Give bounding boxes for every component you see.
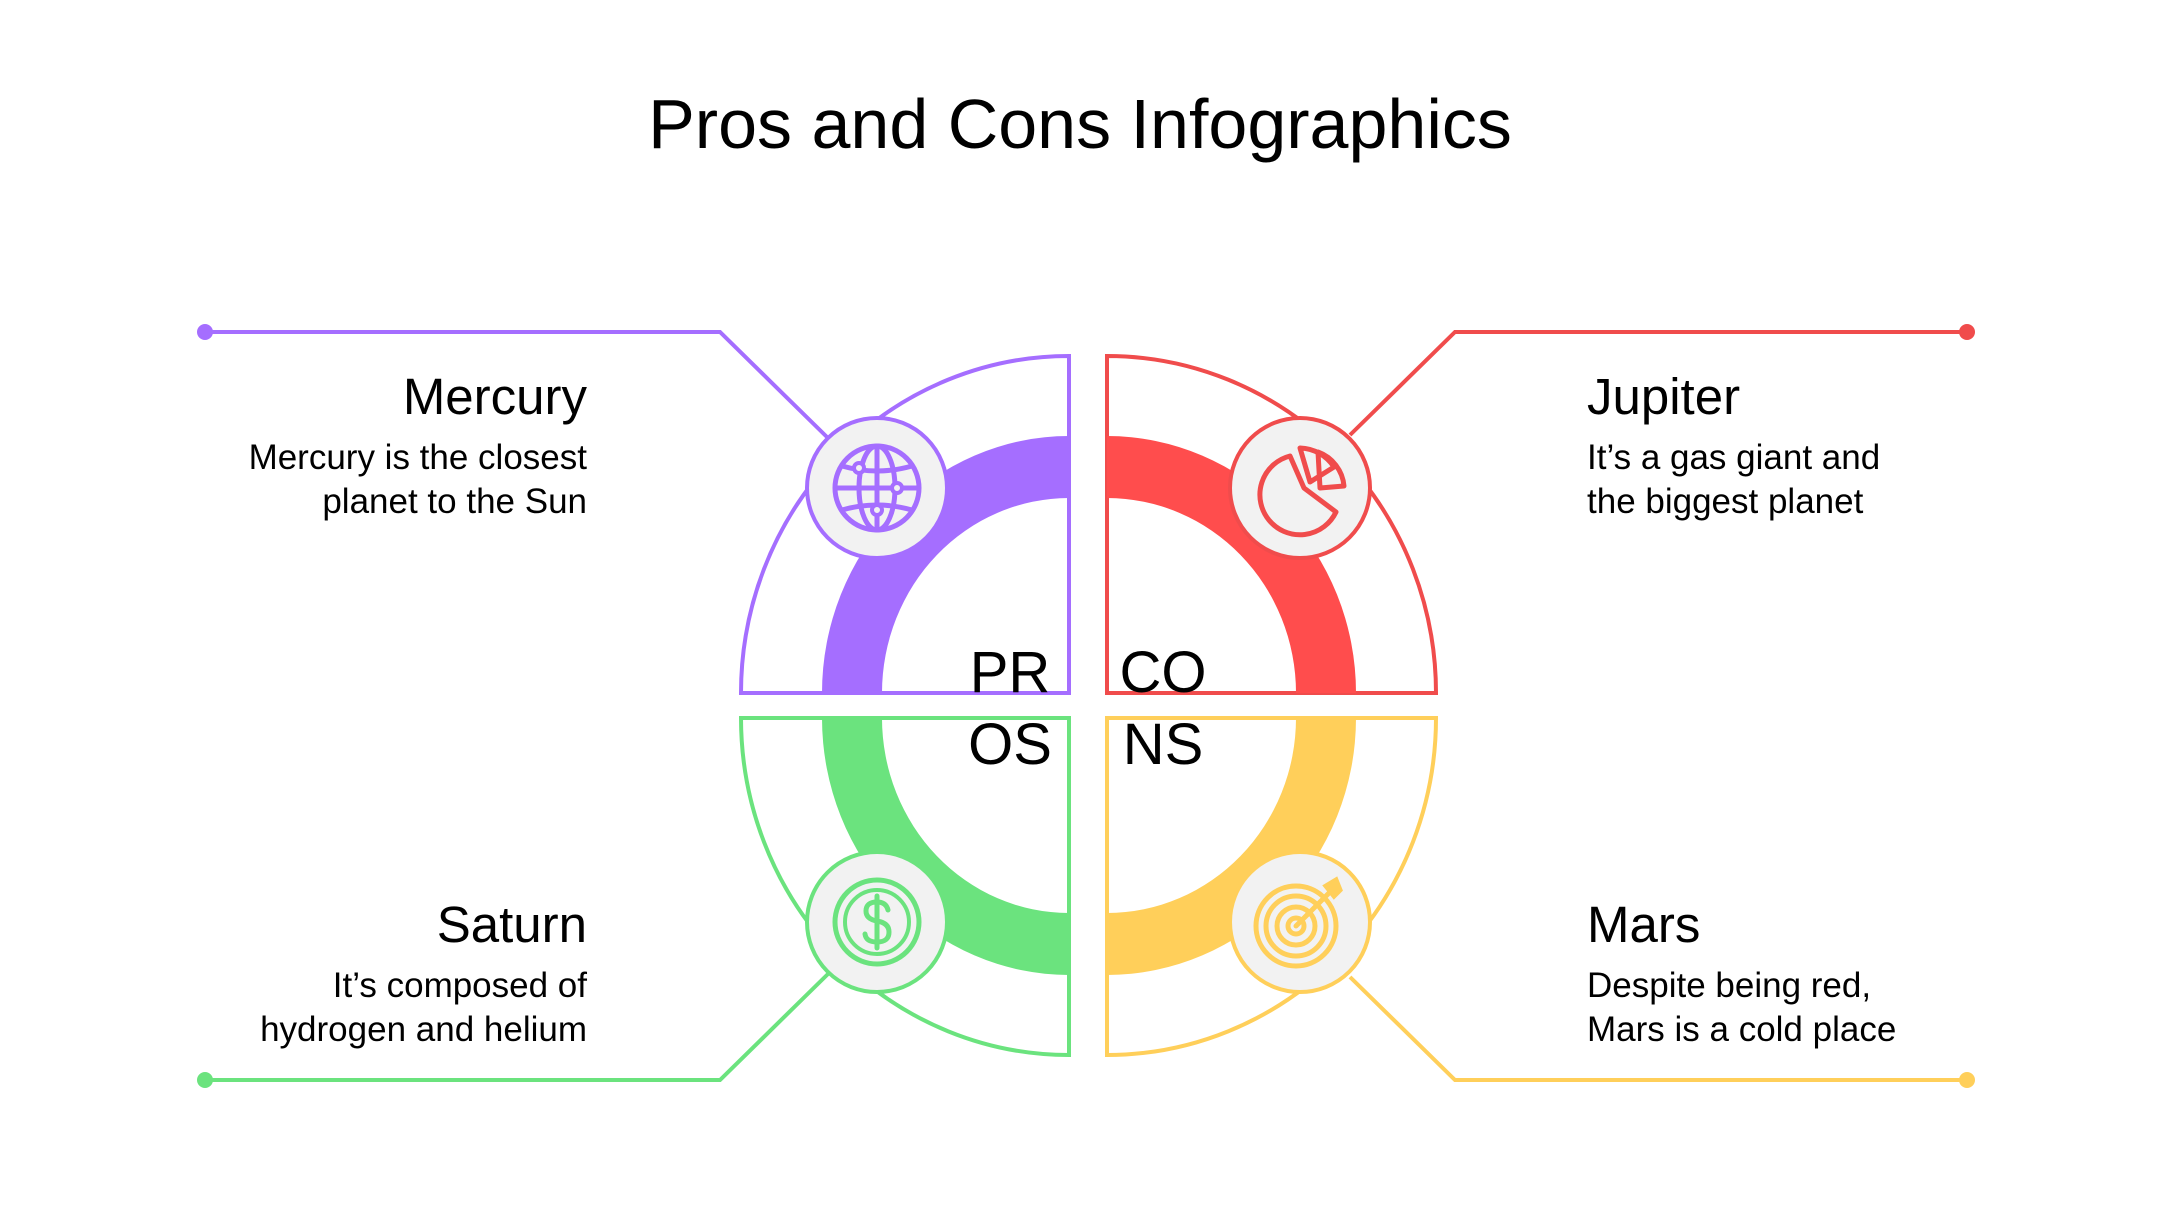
target-icon — [1228, 850, 1372, 994]
globe-icon — [805, 416, 949, 560]
item-description: Despite being red, Mars is a cold place — [1587, 966, 1897, 1049]
item-description: Mercury is the closest planet to the Sun — [248, 438, 587, 521]
inner-ring-green — [822, 718, 1069, 975]
inner-ring-purple — [822, 436, 1069, 693]
connector-line-mars — [1348, 975, 1967, 1082]
center-label-cons: CO NS — [1119, 640, 1207, 777]
item-jupiter: Jupiter It’s a gas giant and the biggest… — [1587, 371, 2017, 524]
item-mercury: Mercury Mercury is the closest planet to… — [157, 371, 587, 524]
inner-ring-red — [1107, 436, 1356, 693]
connector-line-saturn — [205, 970, 832, 1082]
connector-dot-saturn — [197, 1072, 213, 1088]
dollar-coin-icon — [805, 850, 949, 994]
item-description: It’s a gas giant and the biggest planet — [1587, 438, 1881, 521]
item-mars: Mars Despite being red, Mars is a cold p… — [1587, 899, 2017, 1052]
connector-line-mercury — [205, 330, 832, 442]
pie-chart-icon — [1228, 416, 1372, 560]
item-title: Jupiter — [1587, 368, 1741, 425]
item-title: Saturn — [436, 896, 587, 953]
inner-ring-yellow — [1107, 718, 1356, 975]
connector-dot-jupiter — [1959, 324, 1975, 340]
item-saturn: Saturn It’s composed of hydrogen and hel… — [157, 899, 587, 1052]
connector-dot-mercury — [197, 324, 213, 340]
item-title: Mars — [1587, 896, 1701, 953]
connector-line-jupiter — [1348, 330, 1967, 437]
connector-dot-mars — [1959, 1072, 1975, 1088]
item-description: It’s composed of hydrogen and helium — [260, 966, 587, 1049]
item-title: Mercury — [402, 368, 587, 425]
page-title: Pros and Cons Infographics — [648, 85, 1512, 163]
center-label-pros: PR OS — [968, 640, 1052, 777]
